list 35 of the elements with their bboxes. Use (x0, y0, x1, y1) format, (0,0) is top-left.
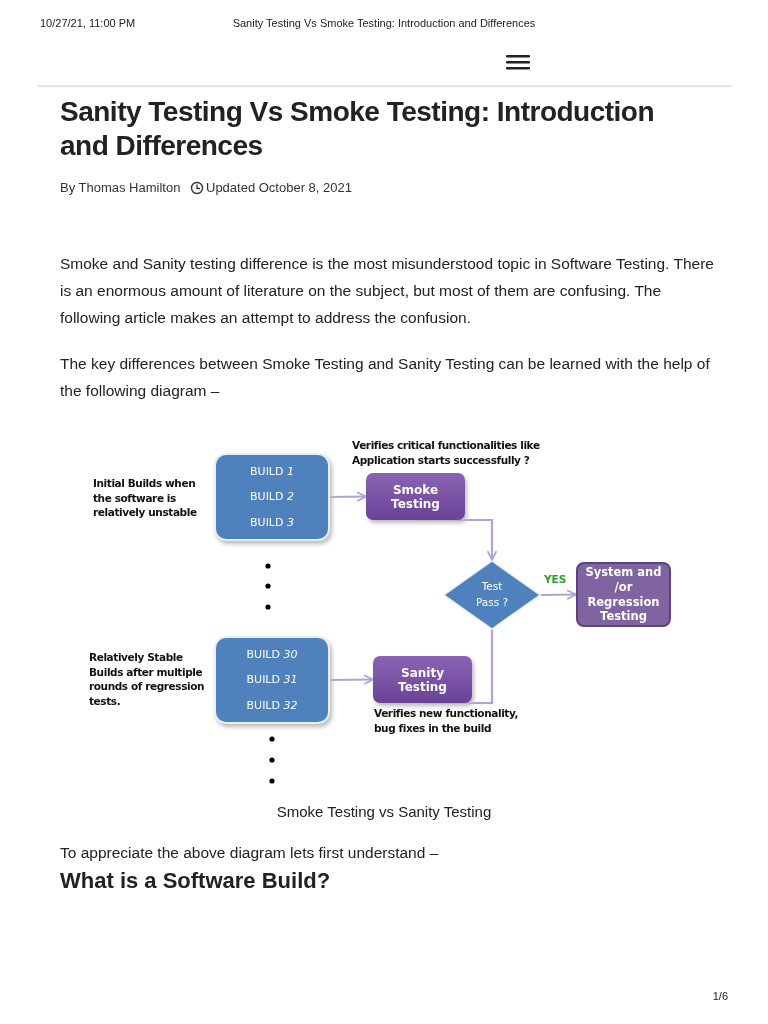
node-label: Test Pass ? (474, 579, 510, 610)
build-label: BUILD 30 (246, 648, 298, 662)
annotation-text: Verifies critical functionalities like Application starts successfully ? (352, 438, 541, 468)
annotation-text: Initial Builds when the software is relatively unstable (93, 476, 198, 521)
annotation-text: Verifies new functionality, bug fixes in the build (374, 706, 520, 736)
process-box (373, 656, 472, 703)
page-title: Sanity Testing Vs Smoke Testing: Introduction and Differences (60, 95, 656, 163)
section-heading: What is a Software Build? (60, 868, 332, 894)
build-label: BUILD 32 (246, 698, 298, 712)
page-number: 1/6 (711, 990, 728, 1002)
figure-caption: Smoke Testing vs Sanity Testing (275, 803, 493, 820)
edge-label: YES (543, 573, 568, 585)
intro-paragraph: The key differences between Smoke Testing and Sanity Testing can be learned with the help of the following diagram – (60, 354, 711, 401)
build-group-box (214, 636, 330, 724)
annotation-text: Relatively Stable Builds after multiple rounds of regression tests. (89, 650, 206, 709)
arrow (330, 491, 367, 502)
build-label: BUILD 2 (250, 490, 294, 504)
body-text: To appreciate the above diagram lets first understand – (60, 844, 440, 862)
build-label: BUILD 31 (246, 673, 298, 687)
arrow (541, 589, 577, 600)
author-byline: By Thomas Hamilton (60, 180, 182, 195)
node-label: Smoke Testing (390, 482, 441, 511)
node-label: Sanity Testing (397, 665, 448, 694)
print-header-title: Sanity Testing Vs Smoke Testing: Introduction and Differences (231, 17, 537, 29)
build-group-box (214, 453, 330, 541)
process-box (576, 562, 671, 627)
build-label: BUILD 3 (250, 515, 294, 529)
decision-diamond (443, 560, 541, 630)
intro-paragraph: Smoke and Sanity testing difference is the most misunderstood topic in Software Testing. There is an enormous amount of literature on the subject, but most of them are confusing. The following article makes an attempt to address the confusion. (60, 254, 715, 328)
node-label: System and /or Regression Testing (584, 564, 663, 625)
build-label: BUILD 1 (250, 465, 294, 479)
arrow (415, 518, 498, 561)
updated-date: Updated October 8, 2021 (206, 180, 353, 195)
arrow (330, 674, 374, 685)
process-box (366, 473, 465, 520)
